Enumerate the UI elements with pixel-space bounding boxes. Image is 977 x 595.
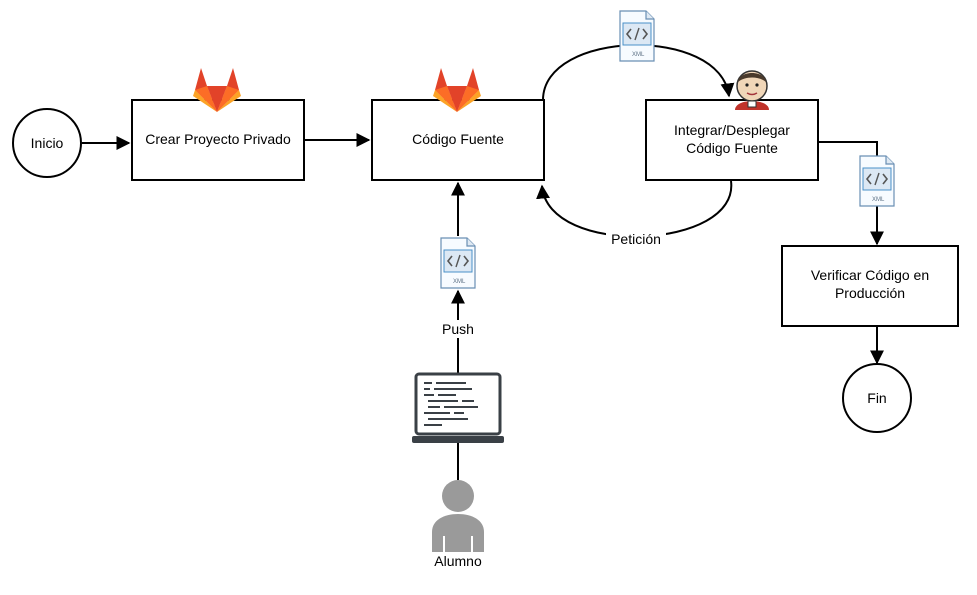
xml-file-icon: XML (440, 237, 476, 289)
edge-integrate-to-verify (818, 141, 884, 246)
node-integrate: Integrar/Desplegar Código Fuente (645, 99, 819, 181)
node-verify-label-line1: Verificar Código en (811, 267, 929, 283)
jenkins-icon (735, 70, 769, 110)
node-end: Fin (842, 363, 912, 433)
xml-file-icon: XML (859, 155, 895, 207)
actor-label: Alumno (434, 553, 482, 569)
laptop-code-icon (412, 372, 504, 443)
xml-file-icon: XML (619, 10, 655, 62)
node-create-project: Crear Proyecto Privado (131, 99, 305, 181)
edge-label-push: Push (438, 320, 478, 338)
svg-text:XML: XML (632, 52, 645, 58)
node-create-project-label: Crear Proyecto Privado (145, 131, 291, 147)
svg-text:XML: XML (872, 197, 885, 203)
edge-request-loop (536, 180, 733, 238)
node-source-code-label: Código Fuente (412, 131, 504, 147)
node-verify: Verificar Código en Producción (781, 245, 959, 327)
node-verify-label-line2: Producción (835, 285, 905, 301)
node-end-label: Fin (867, 390, 886, 406)
node-start-label: Inicio (31, 135, 64, 151)
node-integrate-label-line1: Integrar/Desplegar (674, 122, 790, 138)
node-integrate-label-line2: Código Fuente (686, 140, 778, 156)
svg-text:XML: XML (453, 279, 466, 285)
svg-text:Push: Push (442, 321, 474, 337)
person-icon (432, 480, 484, 552)
node-source-code: Código Fuente (371, 99, 545, 181)
edge-label-request: Petición (606, 230, 666, 248)
svg-text:Petición: Petición (611, 231, 661, 247)
node-start: Inicio (12, 108, 82, 178)
